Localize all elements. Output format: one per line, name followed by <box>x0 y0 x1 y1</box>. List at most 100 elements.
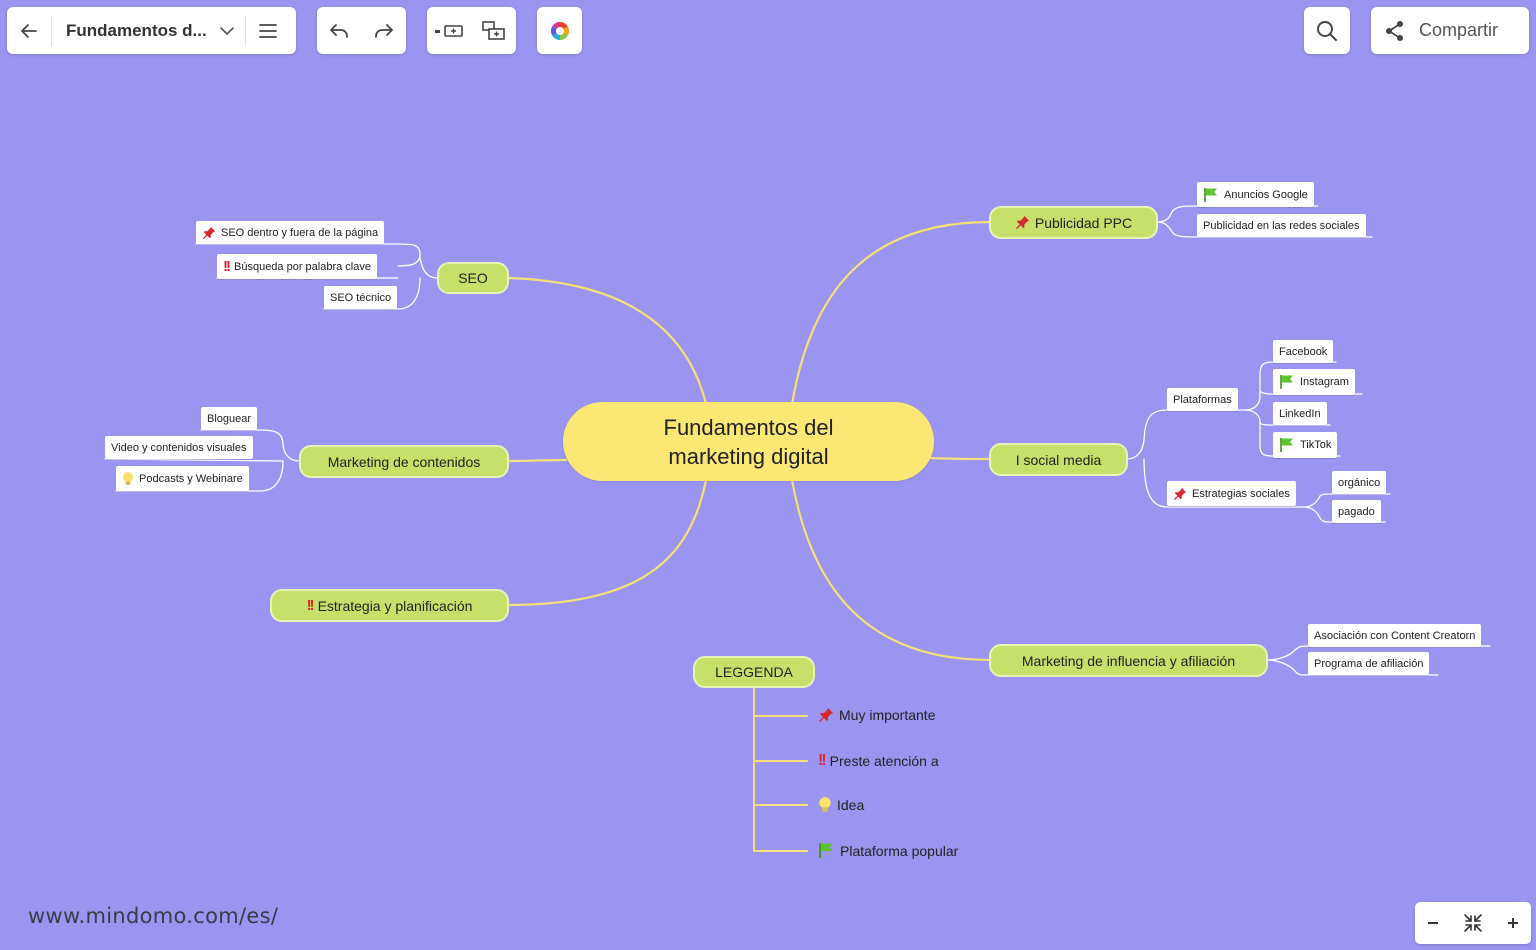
legend-item-muy-importante[interactable]: Muy importante <box>818 707 935 723</box>
topic-estrategia-label: Estrategia y planificación <box>317 597 473 614</box>
topic-publicidad-ppc[interactable]: Publicidad PPC <box>989 206 1158 239</box>
zoom-in-button[interactable] <box>1506 916 1520 930</box>
pin-icon <box>1173 487 1187 500</box>
fit-to-screen-button[interactable] <box>1462 912 1484 934</box>
leaf-publicidad-redes-sociales[interactable]: Publicidad en las redes sociales <box>1197 214 1366 237</box>
history-toolbar <box>317 7 406 54</box>
undo-icon <box>330 23 349 38</box>
central-topic-line2: marketing digital <box>668 443 829 469</box>
toolbar-divider <box>244 15 246 46</box>
connector-influencia <box>790 478 992 662</box>
connector-influencia-leaves <box>1266 645 1491 676</box>
topic-estrategia[interactable]: !! Estrategia y planificación <box>270 589 509 622</box>
leaf-anuncios-google[interactable]: Anuncios Google <box>1197 182 1314 207</box>
connector-ppc-leaves <box>1156 205 1373 238</box>
topic-influencia-afiliacion[interactable]: Marketing de influencia y afiliación <box>989 644 1268 677</box>
document-title-dropdown[interactable]: Fundamentos d... <box>52 7 245 54</box>
add-subtopic-button[interactable] <box>429 7 469 54</box>
double-exclamation-icon: !! <box>818 752 827 769</box>
theme-toolbar <box>537 7 582 54</box>
watermark-url: www.mindomo.com/es/ <box>28 904 279 928</box>
share-button[interactable]: Compartir <box>1371 7 1529 54</box>
leaf-organico[interactable]: orgánico <box>1332 471 1387 494</box>
add-topic-icon <box>481 20 505 40</box>
document-title: Fundamentos d... <box>66 20 207 40</box>
double-exclamation-icon: !! <box>306 597 315 614</box>
minus-icon <box>1428 922 1438 924</box>
legend-item-plataforma-popular[interactable]: Plataforma popular <box>818 842 958 859</box>
redo-icon <box>374 23 393 38</box>
topic-ppc-label: Publicidad PPC <box>1034 214 1133 231</box>
leaf-bloguear[interactable]: Bloguear <box>201 407 258 430</box>
flag-icon <box>1204 187 1217 202</box>
share-label: Compartir <box>1419 20 1499 40</box>
topic-marketing-contenidos[interactable]: Marketing de contenidos <box>299 445 509 478</box>
document-toolbar: Fundamentos d... <box>7 7 296 54</box>
legend-item-preste-atencion[interactable]: !! Preste atención a <box>818 752 939 769</box>
search-icon <box>1317 20 1337 41</box>
subtopic-plataformas[interactable]: Plataformas <box>1167 388 1238 411</box>
topic-seo[interactable]: SEO <box>437 262 509 294</box>
subtopic-estrategias-sociales[interactable]: Estrategias sociales <box>1167 481 1296 506</box>
search-toolbar <box>1304 7 1350 54</box>
menu-button[interactable] <box>246 7 290 54</box>
arrow-left-icon <box>21 23 37 38</box>
add-subtopic-icon <box>435 24 464 37</box>
pin-icon <box>1015 215 1029 230</box>
connector-estrategia <box>506 478 708 607</box>
leaf-instagram[interactable]: Instagram <box>1273 369 1355 395</box>
leaf-busqueda-palabra-clave[interactable]: !! Búsqueda por palabra clave <box>217 254 377 279</box>
leaf-facebook[interactable]: Facebook <box>1273 340 1334 363</box>
plus-icon <box>1508 918 1518 928</box>
add-topic-button[interactable] <box>474 7 514 54</box>
topic-seo-label: SEO <box>458 270 488 286</box>
leaf-programa-afiliacion[interactable]: Programa de afiliación <box>1308 652 1430 675</box>
share-icon <box>1386 20 1403 41</box>
hamburger-menu-icon <box>258 23 277 38</box>
collapse-arrows-icon <box>1464 914 1482 932</box>
zoom-out-button[interactable] <box>1426 916 1440 930</box>
connector-seo <box>506 276 708 406</box>
topic-social-label: I social media <box>1015 451 1102 468</box>
lightbulb-icon <box>819 797 831 812</box>
search-button[interactable] <box>1304 7 1350 54</box>
flag-icon <box>1280 375 1293 389</box>
flag-icon <box>819 843 833 858</box>
topic-social-media[interactable]: I social media <box>989 443 1128 476</box>
leaf-seo-dentro-fuera[interactable]: SEO dentro y fuera de la página <box>196 221 385 244</box>
leaf-linkedin[interactable]: LinkedIn <box>1273 402 1327 425</box>
undo-button[interactable] <box>319 7 359 54</box>
topic-influencia-label: Marketing de influencia y afiliación <box>1021 652 1236 669</box>
connector-social <box>929 456 992 461</box>
topic-contenidos-label: Marketing de contenidos <box>327 453 481 470</box>
redo-button[interactable] <box>364 7 404 54</box>
leaf-asociacion-content-creator[interactable]: Asociación con Content Creatorn <box>1308 624 1482 647</box>
share-toolbar: Compartir <box>1371 7 1529 54</box>
connector-social-branches <box>1126 409 1305 508</box>
legend-item-idea[interactable]: Idea <box>818 796 864 814</box>
toolbar-divider <box>51 15 52 46</box>
connector-contenidos <box>506 458 568 463</box>
pin-icon <box>202 226 216 239</box>
legend-label: LEGGENDA <box>715 664 793 680</box>
leaf-pagado[interactable]: pagado <box>1332 500 1381 523</box>
zoom-controls <box>1415 902 1531 944</box>
double-exclamation-icon: !! <box>223 258 231 275</box>
central-topic[interactable]: Fundamentos del marketing digital <box>563 402 934 481</box>
theme-button[interactable] <box>537 7 582 54</box>
pin-icon <box>819 708 833 722</box>
leaf-tiktok[interactable]: TikTok <box>1273 432 1338 458</box>
legend-topic[interactable]: LEGGENDA <box>693 656 815 688</box>
connector-legend <box>753 686 808 852</box>
leaf-podcasts-webinare[interactable]: Podcasts y Webinare <box>116 466 249 491</box>
central-topic-line1: Fundamentos del <box>663 414 834 440</box>
leaf-seo-tecnico[interactable]: SEO técnico <box>324 286 398 309</box>
connector-contenidos-leaves <box>104 429 301 492</box>
color-wheel-icon <box>550 21 569 40</box>
connector-plataformas-leaves <box>1244 361 1363 457</box>
back-button[interactable] <box>7 7 51 54</box>
connector-estrategias-leaves <box>1303 493 1391 523</box>
insert-toolbar <box>427 7 516 54</box>
leaf-video-contenidos[interactable]: Video y contenidos visuales <box>105 436 253 459</box>
